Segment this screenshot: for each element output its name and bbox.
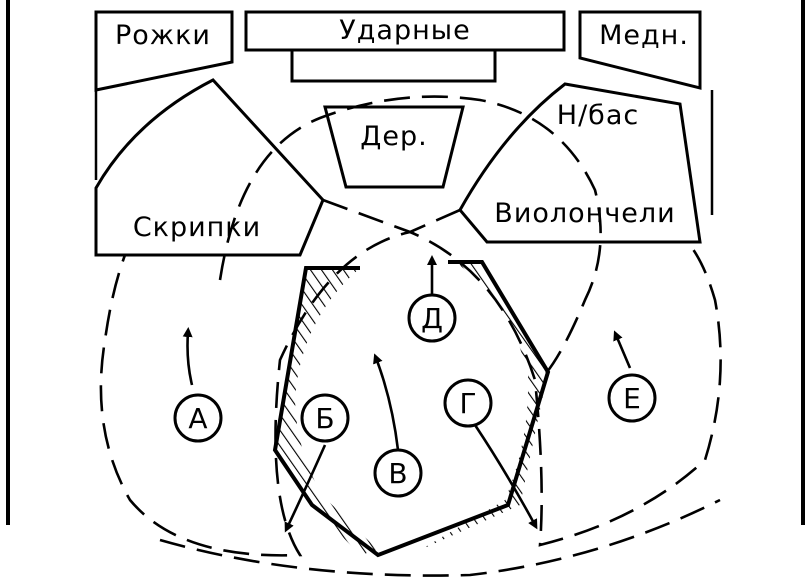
violins-section [94,78,325,257]
woodwinds-label: Дер. [360,121,427,152]
zone-e-boundary [406,208,722,547]
zone-v-label: В [388,457,407,490]
percussion-label: Ударные [339,15,470,46]
double-bass-label: Н/бас [557,100,639,131]
dashed-zones [99,95,722,577]
zone-lower-curve [159,498,721,577]
center-zone-outline [272,260,551,558]
zone-a-label: А [188,402,207,435]
zone-marker-e: Е [607,373,657,423]
brass-label: Медн. [599,20,689,51]
zone-marker-a: А [173,393,223,443]
arrow-g [473,424,538,530]
zone-g-label: Г [459,387,476,420]
direction-arrows [182,255,632,533]
zone-marker-b: Б [300,393,350,443]
zone-marker-d: Д [407,293,457,343]
horns-label: Рожки [115,20,211,51]
zone-a-boundary [99,198,415,557]
zone-d-label: Д [421,302,443,335]
violins-label: Скрипки [133,212,261,243]
cellos-section [458,82,702,244]
woodwinds-section [323,105,465,189]
cellos-label: Виолончели [494,198,675,229]
arrow-v [373,353,400,451]
zone-marker-v: В [373,448,423,498]
arrow-b [284,444,327,533]
zone-center-circle [218,95,602,381]
brass-section [578,10,702,90]
percussion-riser [290,48,497,83]
horns-section [94,10,234,92]
zone-marker-g: Г [443,378,493,428]
zone-e-label: Е [623,382,641,415]
arrow-e [613,330,632,369]
zone-b-label: Б [315,402,334,435]
arrow-a [182,327,194,386]
